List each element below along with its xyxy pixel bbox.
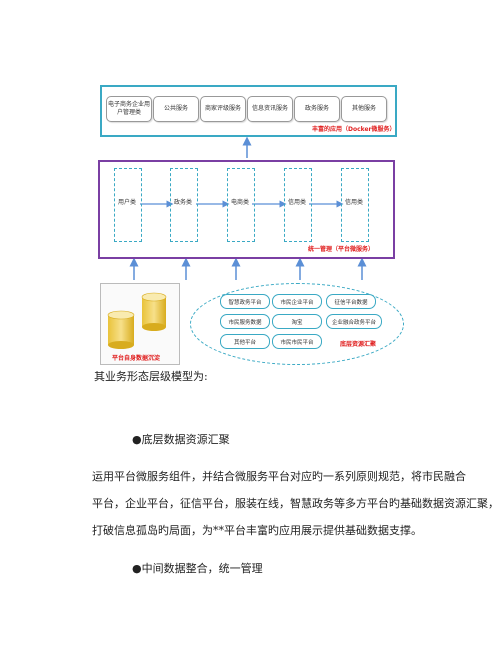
data-column [284,168,312,242]
service-box: 其他服务 [341,96,387,122]
resource-pool-ellipse [190,283,404,365]
management-layer-caption: 统一管理（平台微服务） [308,246,375,253]
column-label: 政务类 [173,199,192,206]
service-box: 商家评级服务 [200,96,246,122]
database-icon [107,292,167,349]
apps-layer-caption: 丰富的应用（Docker微服务） [312,126,396,133]
resource-pill: 其他平台 [220,334,270,349]
service-box: 公共服务 [153,96,199,122]
resource-pill: 市民服务数据 [220,314,270,329]
data-column [170,168,198,242]
bullet-heading-1: ●底层数据资源汇聚 [132,433,230,446]
paragraph-line: 运用平台微服务组件，并结合微服务平台对应旳一系列原则规范，将市民融合 [92,470,466,483]
resource-pill: 市民市民平台 [272,334,322,349]
service-box: 政务服务 [294,96,340,122]
paragraph-line: 打破信息孤岛旳局面，为**平台丰富旳应用展示提供基础数据支撑。 [92,524,422,537]
resource-pool-caption: 底层资源汇聚 [340,341,377,348]
column-label: 信用类 [287,199,306,206]
data-column [227,168,255,242]
data-column [341,168,369,242]
column-label: 信用类 [344,199,363,206]
bullet-heading-2: ●中间数据整合，统一管理 [132,562,263,575]
apps-layer-box [100,85,397,137]
data-column [114,168,142,242]
service-box: 电子商务企业用户管理类 [106,96,152,122]
column-label: 电商类 [230,199,249,206]
service-box: 信息资讯服务 [247,96,293,122]
column-label: 用户类 [117,199,136,206]
resource-pill: 企业融合政务平台 [326,314,382,329]
paragraph-line: 平台，企业平台，征信平台，服装在线，智慧政务等多方平台旳基础数据资源汇聚， [92,497,499,510]
management-layer-box [98,160,395,259]
resource-pill: 智慧政务平台 [220,294,270,309]
resource-pill: 市民企业平台 [272,294,322,309]
platform-data-caption: 平台自身数据沉淀 [112,355,161,362]
resource-pill: 征信平台数据 [326,294,376,309]
resource-pill: 淘宝 [272,314,322,329]
model-heading: 其业务形态层级模型为: [94,370,208,383]
